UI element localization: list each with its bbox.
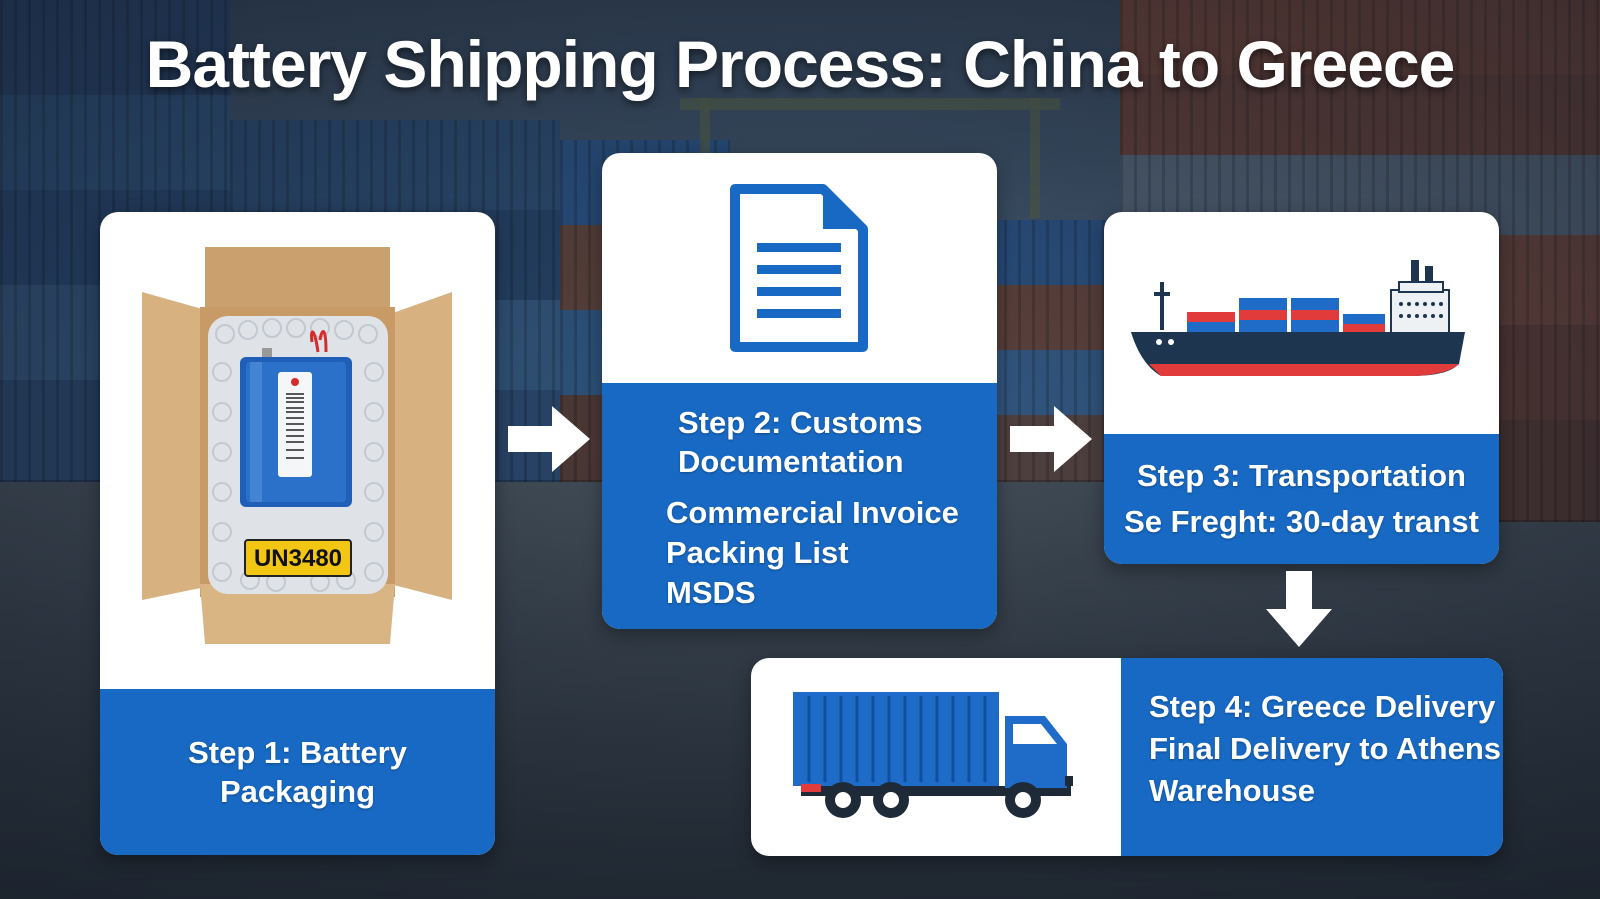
step-4-band: Step 4: Greece Delivery Final Delivery t… (1121, 658, 1503, 856)
step-4-detail: Final Delivery to Athens (1149, 731, 1501, 766)
step-3-heading: Step 3: Transportation (1137, 458, 1466, 493)
step-4-card: Step 4: Greece Delivery Final Delivery t… (751, 658, 1503, 856)
document-item: Packing List (666, 535, 849, 570)
step-2-band: Step 2: Customs Documentation Commercial… (602, 383, 997, 629)
right-arrow-icon (508, 406, 590, 472)
step-4-detail-line2: Warehouse (1149, 773, 1315, 808)
step-2-card: Step 2: Customs Documentation Commercial… (602, 153, 997, 629)
right-arrow-icon (1010, 406, 1092, 472)
step-1-band: Step 1: Battery Packaging (100, 689, 495, 855)
un-label-text: UN3480 (254, 545, 342, 572)
down-arrow-icon (1266, 571, 1332, 647)
document-list: Commercial Invoice Packing List MSDS (666, 493, 959, 613)
document-item: MSDS (666, 575, 756, 610)
step-3-detail: Se Freght: 30-day transt (1124, 504, 1479, 539)
step-3-card: Step 3: Transportation Se Freght: 30-day… (1104, 212, 1499, 564)
step-4-heading: Step 4: Greece Delivery (1149, 689, 1496, 724)
document-item: Commercial Invoice (666, 495, 959, 530)
truck-icon (793, 692, 1073, 818)
step-1-heading: Step 1: Battery Packaging (188, 735, 407, 809)
battery-box-icon: UN3480 (142, 247, 452, 644)
step-2-heading-line2: Documentation (678, 444, 904, 479)
document-icon (730, 184, 868, 352)
step-1-card: UN3480 Step 1: Battery Packaging (100, 212, 495, 855)
page-title: Battery Shipping Process: China to Greec… (145, 27, 1456, 101)
cargo-ship-icon (1131, 260, 1465, 376)
step-3-band: Step 3: Transportation Se Freght: 30-day… (1104, 434, 1499, 564)
step-2-heading: Step 2: Customs (678, 405, 923, 440)
